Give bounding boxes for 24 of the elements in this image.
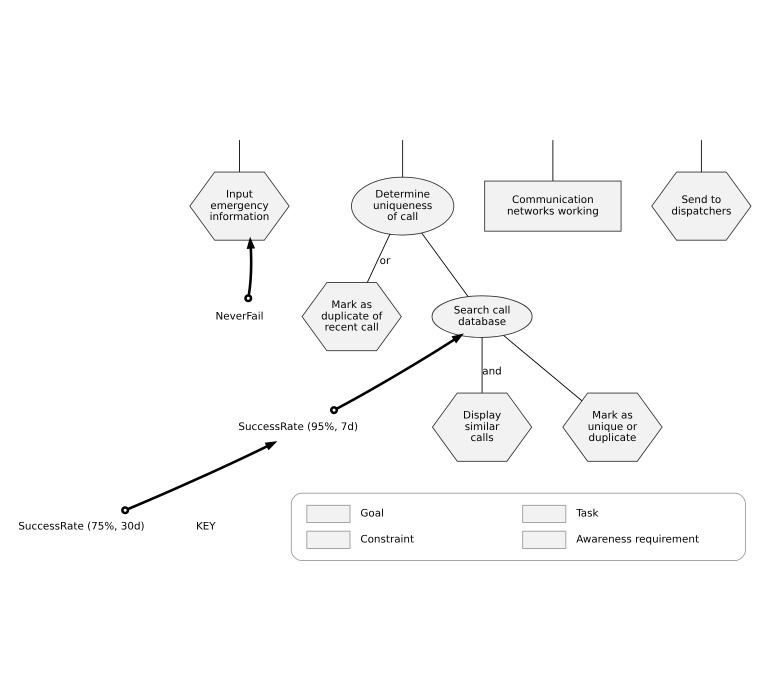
connector bbox=[482, 336, 483, 393]
node-text: NeverFail bbox=[215, 310, 264, 322]
connector bbox=[700, 139, 702, 172]
arrow bbox=[244, 236, 256, 302]
edge-label: and bbox=[482, 365, 502, 378]
edge-label: or bbox=[380, 254, 390, 267]
arrow bbox=[330, 332, 464, 414]
node-box: Communication networks working bbox=[484, 180, 622, 232]
connector bbox=[239, 139, 240, 172]
label: KEY bbox=[196, 520, 216, 532]
legend-label: Awareness requirement bbox=[576, 533, 700, 545]
connector bbox=[421, 232, 468, 296]
legend-label: Constraint bbox=[360, 533, 414, 545]
legend-label: Task bbox=[576, 507, 599, 520]
connector bbox=[552, 139, 554, 181]
node-ellipse: Search call database bbox=[432, 294, 533, 338]
legend-label: Goal bbox=[360, 507, 384, 520]
node-text: SuccessRate (95%, 7d) bbox=[238, 420, 358, 432]
connector bbox=[503, 334, 582, 401]
connector bbox=[402, 139, 404, 178]
arrow bbox=[121, 440, 278, 514]
connector bbox=[366, 233, 390, 282]
node-ellipse: Determine uniqueness of call bbox=[351, 176, 454, 235]
node-text: SuccessRate (75%, 30d) bbox=[18, 520, 145, 532]
